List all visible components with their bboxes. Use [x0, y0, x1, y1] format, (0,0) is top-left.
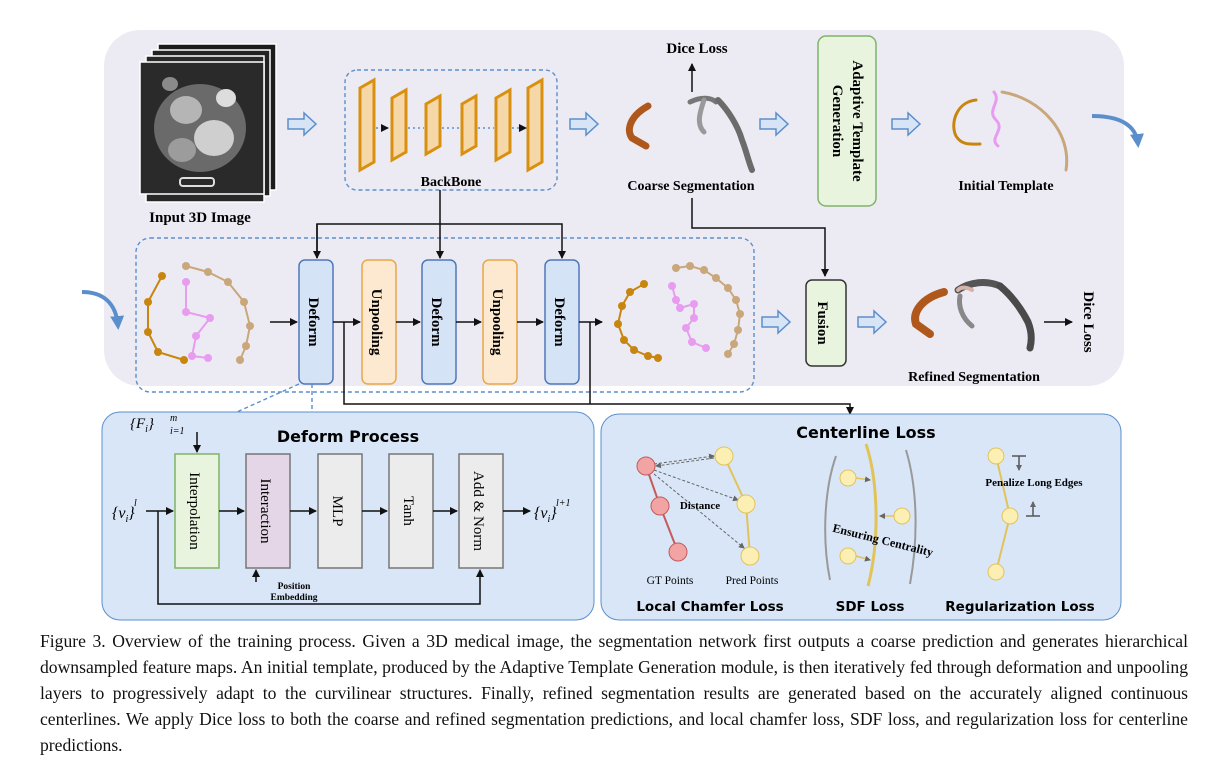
- svg-text:Interpolation: Interpolation: [186, 472, 202, 550]
- deform-process-blocks: Interpolation Interaction MLP Tanh Add &…: [174, 453, 504, 569]
- svg-text:Add & Norm: Add & Norm: [470, 471, 486, 551]
- svg-text:Unpooling: Unpooling: [489, 289, 505, 356]
- local-chamfer-loss-label: Local Chamfer Loss: [636, 599, 783, 615]
- svg-text:{vi}: {vi}: [534, 505, 557, 525]
- fusion-block: Fusion: [805, 279, 847, 367]
- svg-text:{vi}: {vi}: [112, 505, 135, 525]
- vertex-output-label: {vi} l+1: [534, 498, 571, 525]
- atg-label-line1: Adaptive Template: [849, 60, 865, 182]
- atg-label-line2: Generation: [829, 85, 845, 158]
- svg-text:l: l: [134, 498, 137, 509]
- position-embedding-line2: Embedding: [271, 593, 318, 603]
- distance-label: Distance: [680, 500, 720, 512]
- gt-points-label: GT Points: [647, 575, 694, 587]
- adaptive-template-generation-box: [817, 35, 877, 207]
- sdf-loss-label: SDF Loss: [836, 599, 905, 615]
- svg-text:Deform: Deform: [551, 297, 567, 347]
- svg-text:Interaction: Interaction: [257, 479, 273, 544]
- pred-points-label: Pred Points: [726, 575, 779, 587]
- feature-input-label: {Fi} m i=1: [130, 413, 185, 437]
- input-3d-image: [139, 43, 277, 203]
- coarse-segmentation-image: [625, 95, 755, 173]
- penalize-long-edges-label: Penalize Long Edges: [985, 477, 1083, 489]
- input-image-label: Input 3D Image: [149, 210, 251, 226]
- dice-loss-top: Dice Loss: [666, 41, 727, 57]
- centerline-loss-panel: [600, 413, 1122, 621]
- centerline-connector: [343, 322, 854, 415]
- vertex-input-label: {vi} l: [112, 498, 137, 525]
- feature-arrows: [313, 190, 566, 259]
- svg-text:l+1: l+1: [556, 498, 571, 509]
- svg-text:m: m: [170, 413, 177, 424]
- sdf-illustration: [824, 443, 917, 587]
- backbone-box: [344, 69, 558, 191]
- svg-text:Unpooling: Unpooling: [368, 289, 384, 356]
- figure-caption: Figure 3. Overview of the training proce…: [40, 631, 1188, 755]
- local-chamfer-illustration: [636, 446, 760, 566]
- svg-text:Tanh: Tanh: [400, 496, 416, 526]
- backbone-layers: [358, 77, 544, 173]
- position-embedding-line1: Position: [278, 582, 311, 592]
- initial-template-curves: [952, 90, 1069, 172]
- deform-process-arrows: [146, 507, 531, 605]
- unpooling-block-2: Unpooling: [482, 259, 518, 385]
- svg-text:MLP: MLP: [329, 496, 345, 527]
- arrow-coarse-to-fusion: [691, 198, 829, 277]
- initial-template-label: Initial Template: [958, 179, 1053, 194]
- curved-arrow-right: [1091, 114, 1144, 148]
- svg-text:i=1: i=1: [170, 426, 185, 437]
- refined-seg-label: Refined Segmentation: [908, 370, 1040, 385]
- template-points-output: [614, 262, 744, 362]
- unpooling-block-1: Unpooling: [361, 259, 397, 385]
- svg-text:Deform: Deform: [428, 297, 444, 347]
- centerline-loss-title: Centerline Loss: [796, 423, 935, 442]
- deform-block-2: Deform: [421, 259, 457, 385]
- coarse-seg-label: Coarse Segmentation: [627, 179, 754, 194]
- dice-loss-right: Dice Loss: [1080, 291, 1096, 352]
- svg-text:{Fi}: {Fi}: [130, 416, 154, 435]
- regularization-illustration: [987, 447, 1040, 581]
- regularization-loss-label: Regularization Loss: [945, 599, 1094, 615]
- backbone-label: BackBone: [421, 175, 482, 190]
- deform-block-3: Deform: [544, 259, 580, 385]
- deform-process-title: Deform Process: [277, 427, 419, 446]
- svg-text:Deform: Deform: [305, 297, 321, 347]
- deformation-region-box: [135, 237, 755, 393]
- deform-block-1: Deform: [298, 259, 334, 385]
- svg-text:Fusion: Fusion: [814, 301, 830, 345]
- curved-arrow-left: [81, 290, 125, 330]
- zoom-connectors: [227, 383, 313, 417]
- training-overview-figure: Input 3D Image BackBone Coarse Segmentat…: [81, 30, 1144, 621]
- refined-segmentation-image: [911, 279, 1035, 352]
- template-points-input: [144, 262, 254, 364]
